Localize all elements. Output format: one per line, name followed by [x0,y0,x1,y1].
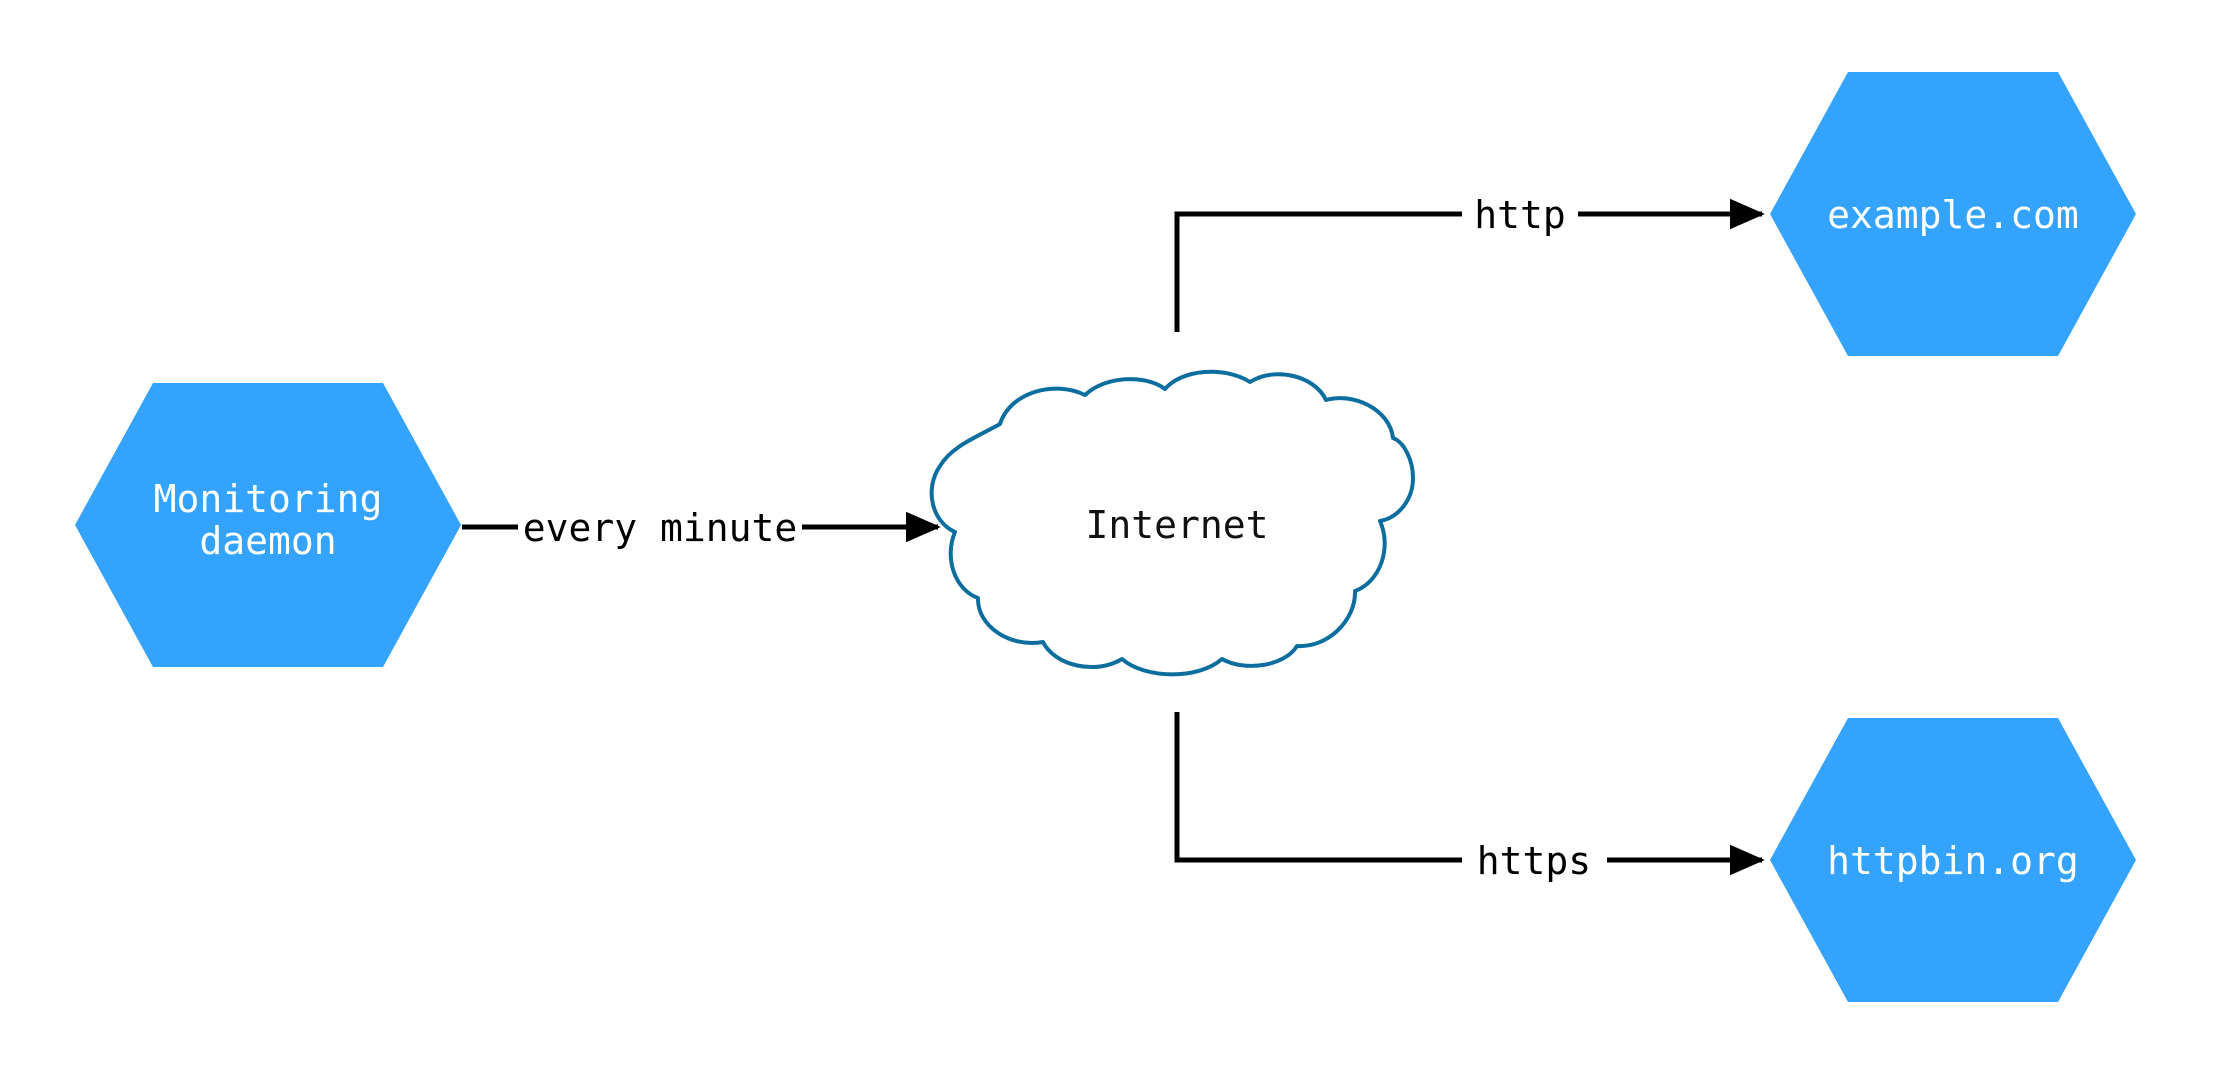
edge-label-backdrop-http [1462,186,1578,242]
edge-label-https: https [1477,839,1591,883]
edge-label-backdrop-every-minute [518,499,802,555]
node-label-httpbin-org: httpbin.org [1827,839,2079,883]
edge-internet-to-httpbin: https [1174,712,1765,888]
node-label-monitoring-daemon-line1: Monitoring [154,477,383,521]
hexagon-shape-monitoring-daemon [75,383,461,667]
node-internet[interactable]: Internet [929,369,1415,677]
hexagon-shape-example-com [1770,72,2136,356]
edge-internet-to-example: http [1174,186,1765,332]
node-label-monitoring-daemon-line2: daemon [199,519,336,563]
edge-label-every-minute: every minute [523,506,798,550]
edge-label-http: http [1474,193,1566,237]
node-httpbin-org[interactable]: httpbin.org [1770,718,2136,1002]
node-example-com[interactable]: example.com [1770,72,2136,356]
node-monitoring-daemon[interactable]: Monitoring daemon [75,383,461,667]
edge-label-backdrop-https [1462,832,1607,888]
edge-daemon-to-internet: every minute [462,499,941,555]
node-label-example-com: example.com [1827,193,2079,237]
node-label-internet: Internet [1085,503,1268,547]
hexagon-shape-httpbin-org [1770,718,2136,1002]
cloud-shape-internet [929,369,1415,677]
